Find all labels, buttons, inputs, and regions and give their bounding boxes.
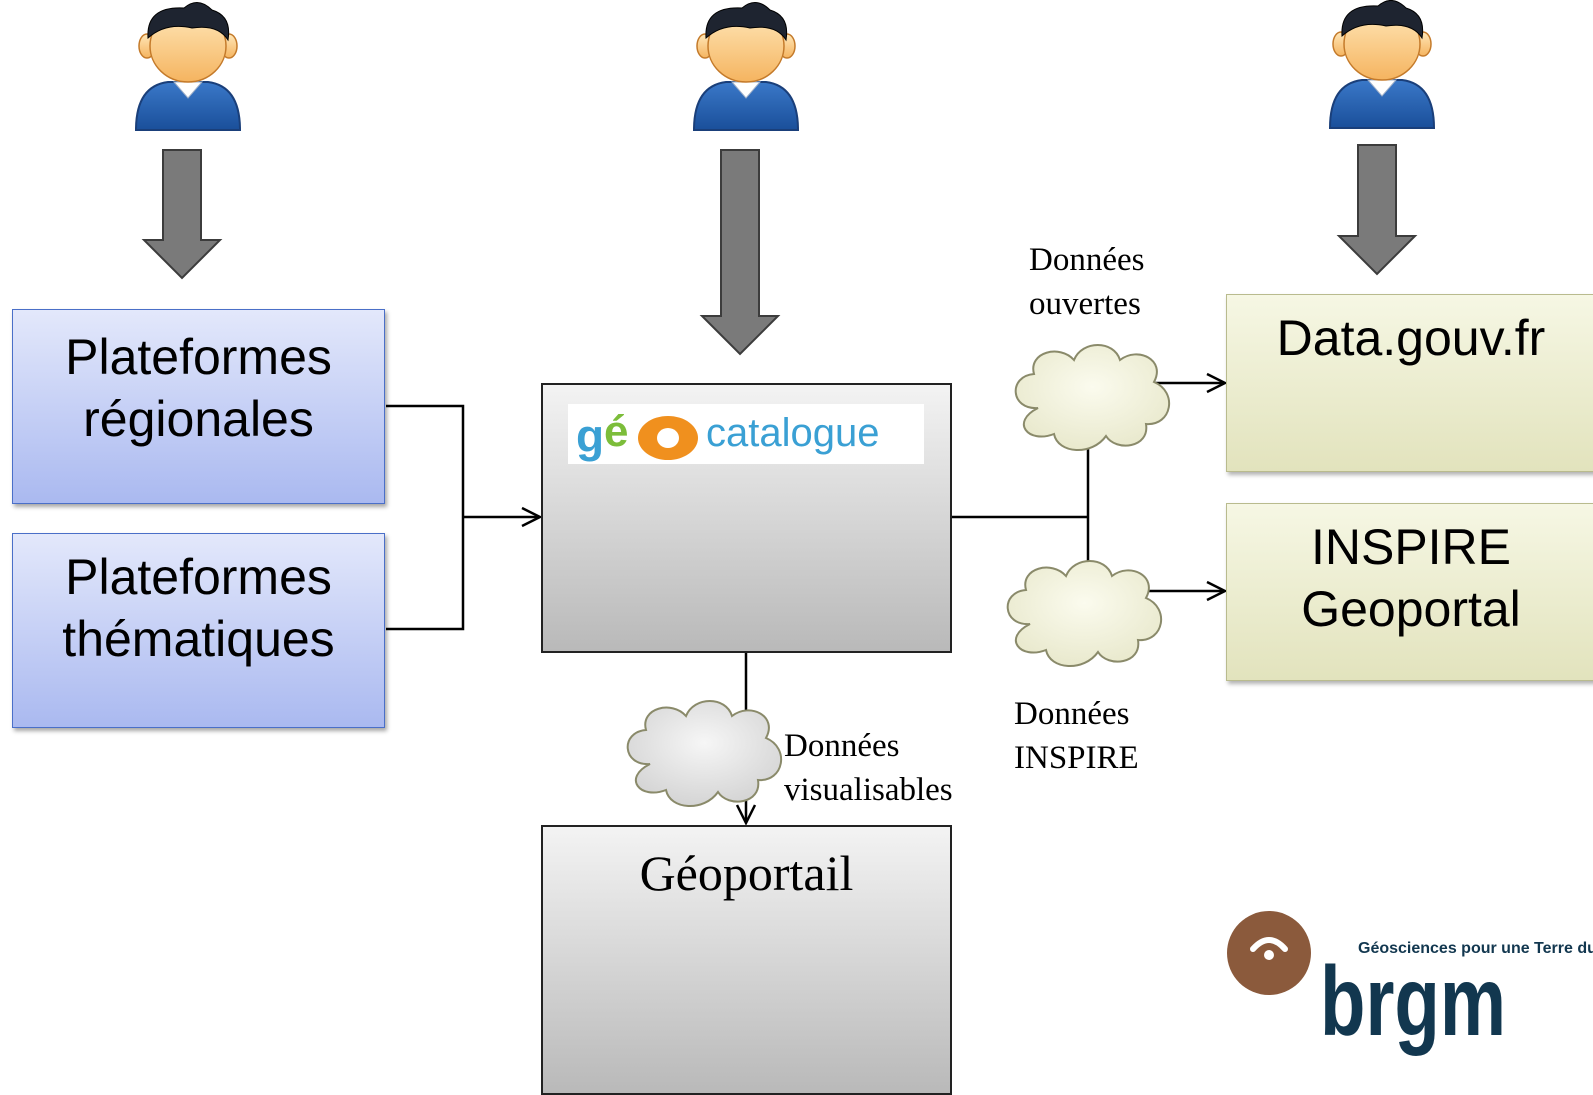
brgm-emblem-dot bbox=[1264, 950, 1274, 960]
donnees-visualisables-line2: visualisables bbox=[784, 772, 953, 808]
geo-letter-o-hole bbox=[657, 428, 679, 448]
user-icon bbox=[1329, 0, 1435, 129]
plateformes-thematiques-line2: thématiques bbox=[62, 611, 335, 667]
geocatalogue-logo-graphic: g é catalogue bbox=[576, 407, 879, 462]
datagouv-box: Data.gouv.fr bbox=[1226, 294, 1593, 472]
down-arrow bbox=[699, 149, 781, 356]
donnees-visualisables-line1: Données bbox=[784, 728, 900, 764]
plateformes-regionales-box: Plateformes régionales bbox=[12, 309, 385, 504]
geoportail-label: Géoportail bbox=[639, 845, 854, 901]
cloud-icon bbox=[1014, 344, 1171, 452]
datagouv-label: Data.gouv.fr bbox=[1276, 310, 1546, 366]
plateformes-regionales-line1: Plateformes bbox=[65, 329, 332, 385]
inspire-geoportal-line1: INSPIRE bbox=[1310, 519, 1512, 575]
geo-letter-g: g bbox=[576, 410, 604, 462]
donnees-inspire-line1: Données bbox=[1014, 696, 1130, 732]
brgm-tagline: Géosciences pour une Terre du bbox=[1358, 940, 1593, 957]
plateformes-regionales-line2: régionales bbox=[83, 391, 314, 447]
donnees-inspire-line2: INSPIRE bbox=[1014, 740, 1139, 776]
user-icon bbox=[693, 1, 799, 131]
down-arrow bbox=[1336, 144, 1418, 276]
donnees-ouvertes-line2: ouvertes bbox=[1029, 286, 1141, 322]
geoportail-box: Géoportail bbox=[541, 825, 952, 1095]
brgm-name: brgm bbox=[1320, 946, 1506, 1056]
plateformes-thematiques-box: Plateformes thématiques bbox=[12, 533, 385, 728]
plateformes-thematiques-line1: Plateformes bbox=[65, 549, 332, 605]
donnees-ouvertes-line1: Données bbox=[1029, 242, 1145, 278]
donnees-inspire-label: Données INSPIRE bbox=[1014, 692, 1139, 780]
cloud-icon bbox=[626, 700, 783, 808]
connector-line bbox=[386, 404, 465, 631]
geocatalogue-word: catalogue bbox=[706, 411, 879, 455]
inspire-geoportal-line2: Geoportal bbox=[1301, 581, 1521, 637]
geocatalogue-logo: g é catalogue bbox=[568, 404, 924, 464]
user-icon bbox=[135, 1, 241, 131]
geo-letter-e: é bbox=[604, 407, 628, 456]
cloud-icon bbox=[1006, 560, 1163, 668]
brgm-emblem-arc bbox=[1250, 937, 1288, 952]
brgm-logo-graphic: Géosciences pour une Terre du brgm bbox=[1227, 911, 1593, 1056]
donnees-visualisables-label: Données visualisables bbox=[784, 724, 953, 812]
donnees-ouvertes-label: Données ouvertes bbox=[1029, 238, 1144, 326]
inspire-geoportal-box: INSPIRE Geoportal bbox=[1226, 503, 1593, 681]
down-arrow bbox=[141, 149, 223, 280]
brgm-logo: Géosciences pour une Terre du brgm bbox=[1226, 905, 1593, 1075]
